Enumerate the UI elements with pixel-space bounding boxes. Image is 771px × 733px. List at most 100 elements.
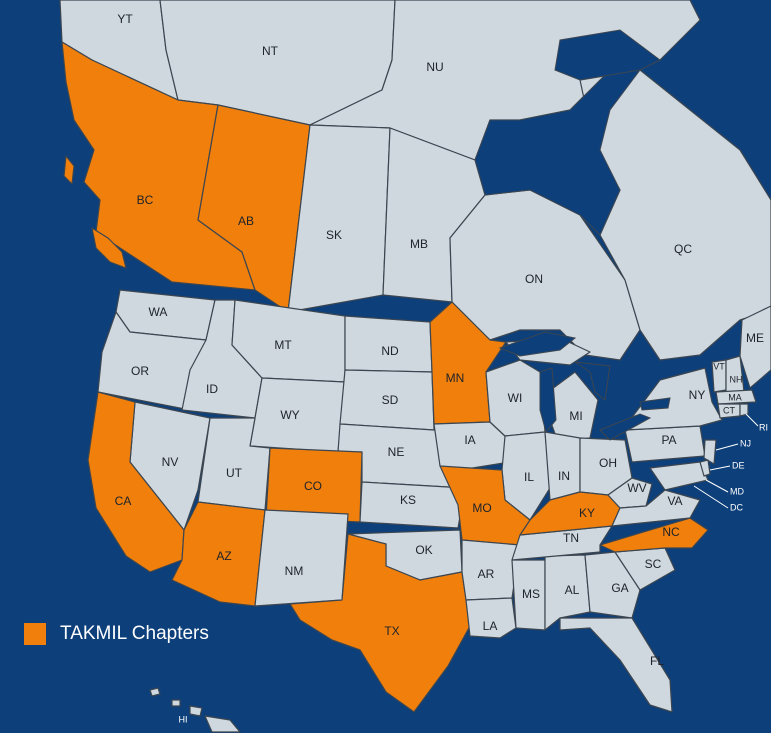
- label-ga: GA: [611, 581, 628, 595]
- lake-superior: [498, 331, 577, 357]
- label-il: IL: [524, 470, 534, 484]
- region-ma[interactable]: [715, 389, 757, 405]
- label-ma: MA: [728, 392, 742, 402]
- label-ky: KY: [579, 506, 595, 520]
- label-ks: KS: [400, 493, 416, 507]
- lake-huron: [574, 361, 611, 401]
- label-wa: WA: [149, 305, 168, 319]
- region-hi-island-3: [189, 705, 203, 717]
- label-me: ME: [746, 331, 764, 345]
- label-ab: AB: [238, 214, 254, 228]
- region-me[interactable]: [739, 305, 771, 389]
- region-ks[interactable]: [359, 481, 466, 529]
- leader-dc: [693, 485, 729, 509]
- label-wy: WY: [280, 408, 299, 422]
- label-mi: MI: [569, 409, 582, 423]
- label-wi: WI: [508, 391, 523, 405]
- label-mt: MT: [274, 338, 292, 352]
- lake-erie: [599, 413, 652, 441]
- label-id: ID: [206, 382, 218, 396]
- label-mn: MN: [446, 371, 465, 385]
- label-yt: YT: [117, 12, 133, 26]
- label-ca: CA: [115, 494, 132, 508]
- legend-label: TAKMIL Chapters: [60, 623, 209, 644]
- label-nm: NM: [285, 564, 304, 578]
- region-wv[interactable]: [607, 477, 653, 509]
- label-nc: NC: [662, 525, 680, 539]
- lake-ontario: [639, 397, 671, 411]
- label-nh: NH: [730, 374, 743, 384]
- region-ca[interactable]: [87, 391, 185, 573]
- region-ga[interactable]: [584, 551, 641, 619]
- label-la: LA: [483, 619, 498, 633]
- region-haida-gwaii: [63, 155, 75, 185]
- label-fl: FL: [650, 654, 664, 668]
- region-tx[interactable]: [289, 533, 471, 713]
- region-de[interactable]: [699, 459, 711, 477]
- label-hi: HI: [179, 714, 188, 724]
- label-ar: AR: [478, 567, 495, 581]
- label-nd: ND: [381, 344, 399, 358]
- label-nj: NJ: [740, 438, 751, 448]
- label-mo: MO: [472, 501, 491, 515]
- label-ms: MS: [522, 587, 540, 601]
- label-or: OR: [131, 364, 149, 378]
- region-va[interactable]: [611, 489, 701, 527]
- region-labels: YT NT NU BC AB SK MB ON QC WA OR ID MT W…: [115, 12, 768, 724]
- region-hi-island-4: [204, 715, 241, 733]
- region-hi-island-2: [171, 699, 181, 707]
- label-sc: SC: [645, 557, 662, 571]
- label-ri: RI: [759, 422, 768, 432]
- label-tx: TX: [384, 624, 399, 638]
- label-de: DE: [732, 460, 745, 470]
- label-dc: DC: [730, 502, 743, 512]
- label-al: AL: [565, 583, 580, 597]
- label-ct: CT: [723, 405, 735, 415]
- label-oh: OH: [599, 456, 617, 470]
- region-bc[interactable]: [61, 41, 256, 291]
- region-fl[interactable]: [559, 617, 673, 713]
- label-bc: BC: [137, 193, 154, 207]
- leader-de: [709, 465, 731, 471]
- label-vt: VT: [713, 361, 725, 371]
- label-on: ON: [525, 272, 543, 286]
- label-ut: UT: [226, 466, 243, 480]
- map-legend: TAKMIL Chapters: [24, 623, 209, 645]
- label-wv: WV: [627, 481, 646, 495]
- label-tn: TN: [563, 531, 579, 545]
- region-al[interactable]: [544, 554, 591, 631]
- label-pa: PA: [661, 433, 676, 447]
- leader-md: [705, 479, 729, 493]
- label-ne: NE: [388, 445, 405, 459]
- label-sd: SD: [382, 393, 399, 407]
- region-hi-island-1: [149, 687, 161, 697]
- leader-ri: [745, 413, 759, 427]
- lake-michigan: [539, 367, 557, 434]
- region-in[interactable]: [544, 431, 581, 501]
- label-nv: NV: [162, 455, 179, 469]
- label-sk: SK: [326, 228, 342, 242]
- region-nm[interactable]: [254, 509, 349, 607]
- label-ok: OK: [415, 543, 432, 557]
- label-qc: QC: [674, 242, 692, 256]
- region-la[interactable]: [465, 597, 517, 639]
- label-co: CO: [304, 479, 322, 493]
- leader-nj: [715, 443, 739, 451]
- hudson-bay: [474, 69, 641, 236]
- label-in: IN: [558, 469, 570, 483]
- label-ny: NY: [689, 388, 706, 402]
- region-ri[interactable]: [739, 403, 749, 417]
- label-va: VA: [667, 494, 682, 508]
- baffin-water: [554, 29, 661, 81]
- region-nj[interactable]: [703, 439, 717, 465]
- region-md[interactable]: [649, 461, 709, 491]
- label-ia: IA: [464, 433, 475, 447]
- legend-swatch: [24, 623, 46, 645]
- label-az: AZ: [216, 549, 231, 563]
- label-md: MD: [730, 486, 744, 496]
- label-nu: NU: [426, 60, 443, 74]
- region-ny[interactable]: [624, 367, 723, 431]
- label-mb: MB: [410, 237, 428, 251]
- label-nt: NT: [262, 44, 279, 58]
